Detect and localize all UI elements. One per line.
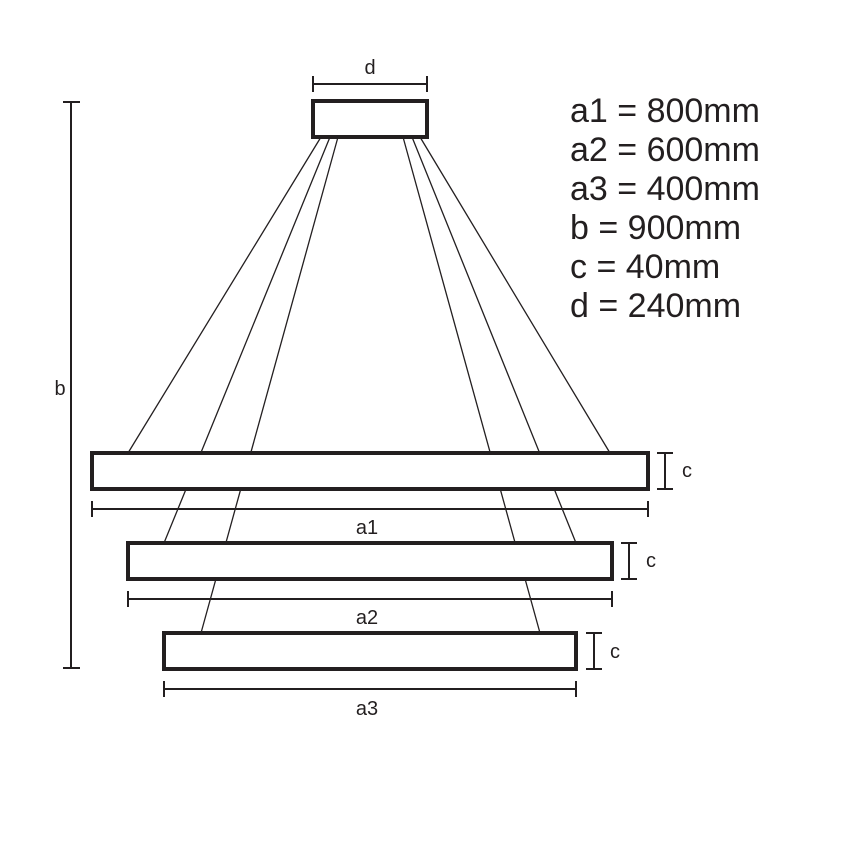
dimension-a3 xyxy=(163,681,577,697)
label-a2: a2 xyxy=(356,607,378,629)
label-c3: c xyxy=(610,641,620,663)
dimension-c1 xyxy=(657,452,673,490)
spec-a2: a2 = 600mm xyxy=(570,131,760,169)
canopy xyxy=(311,99,429,139)
spec-a3: a3 = 400mm xyxy=(570,170,760,208)
spec-d: d = 240mm xyxy=(570,287,742,325)
dimension-d xyxy=(312,76,428,92)
ring-1 xyxy=(90,451,650,491)
label-b: b xyxy=(54,378,65,400)
dimension-b xyxy=(63,101,80,669)
label-a1: a1 xyxy=(356,517,378,539)
dimension-spec-list: a1 = 800mm a2 = 600mm a3 = 400mm b = 900… xyxy=(570,92,760,326)
label-c2: c xyxy=(646,550,656,572)
spec-a1: a1 = 800mm xyxy=(570,92,760,130)
ring-2 xyxy=(126,541,614,581)
dimension-c3 xyxy=(586,632,602,670)
label-d: d xyxy=(364,57,375,79)
spec-c: c = 40mm xyxy=(570,248,721,286)
label-a3: a3 xyxy=(356,698,378,720)
dimension-c2 xyxy=(621,542,637,580)
dimension-a2 xyxy=(127,591,613,607)
label-c1: c xyxy=(682,460,692,482)
wire xyxy=(419,136,611,454)
wire xyxy=(127,136,322,454)
dimension-a1 xyxy=(91,501,649,517)
ring-3 xyxy=(162,631,578,671)
suspension-wires xyxy=(127,136,611,634)
spec-b: b = 900mm xyxy=(570,209,742,247)
